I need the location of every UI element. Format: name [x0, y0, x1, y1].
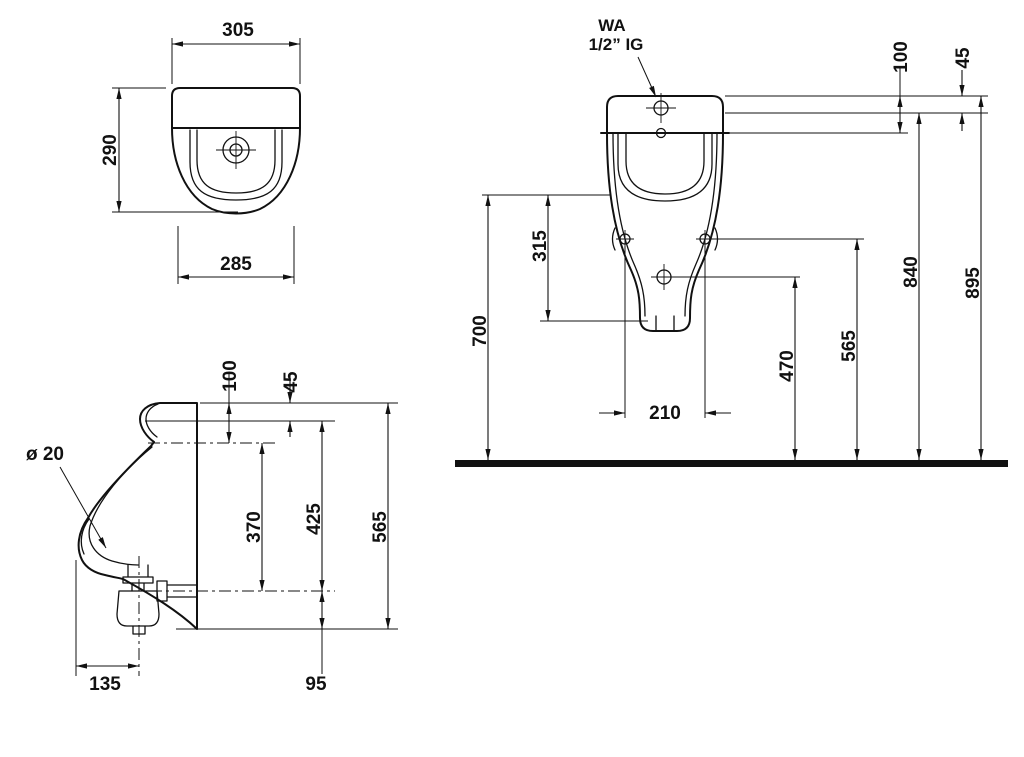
outlet-spacing-label: 210	[649, 403, 681, 424]
outlet-spigot	[122, 564, 154, 592]
fixing-height-label: 565	[839, 330, 860, 362]
rim-hole-circle	[655, 127, 667, 139]
inlet-label-line2: 1/2” IG	[589, 35, 644, 54]
bowl-inner-line	[88, 446, 153, 566]
top-view-width-label: 305	[222, 20, 254, 41]
inlet-height-label: 840	[901, 256, 922, 288]
spout-inner-line	[145, 403, 159, 438]
side-view: 100 45 ø 20 370 425 565 135 95	[26, 360, 398, 695]
lip-to-trap-label: 425	[304, 503, 325, 535]
front-to-trap-label: 135	[89, 674, 121, 695]
bottle-trap	[116, 590, 160, 635]
floor-line	[455, 460, 1008, 467]
side-top-to-rim-label: 100	[220, 360, 241, 392]
overall-height-label: 895	[963, 267, 984, 299]
drain-height-label: 470	[777, 350, 798, 382]
top-view: 305 290 285	[100, 20, 301, 284]
rim-to-bottom-label: 315	[530, 230, 551, 262]
side-top-to-lip-label: 45	[281, 371, 302, 393]
inlet-leader	[637, 56, 657, 98]
front-body-outline	[606, 132, 724, 332]
top-view-depth-label: 290	[100, 134, 121, 166]
rim-height-label: 700	[470, 315, 491, 347]
inlet-label-line1: WA	[598, 16, 625, 35]
trap-to-bottom-label: 95	[305, 674, 327, 695]
top-view-outline	[171, 87, 301, 215]
spigot-diameter-label: ø 20	[26, 444, 64, 465]
front-inner-walls	[612, 132, 718, 317]
bottom-outlet-lines	[655, 315, 675, 332]
top-view-bowl-width-label: 285	[220, 254, 252, 275]
diameter-leader	[59, 466, 107, 549]
front-top-to-inlet-label: 45	[953, 47, 974, 69]
side-height-label: 565	[370, 511, 391, 543]
front-rim-opening	[617, 132, 713, 202]
bowl-front-rim-line	[80, 518, 90, 555]
top-view-rim	[189, 129, 283, 201]
front-top-to-rim-label: 100	[891, 41, 912, 73]
rim-to-trap-label: 370	[244, 511, 265, 543]
side-view-outline	[77, 402, 198, 630]
front-view: WA 1/2” IG 700 315 470 565 840 895 100 4…	[455, 16, 1008, 467]
